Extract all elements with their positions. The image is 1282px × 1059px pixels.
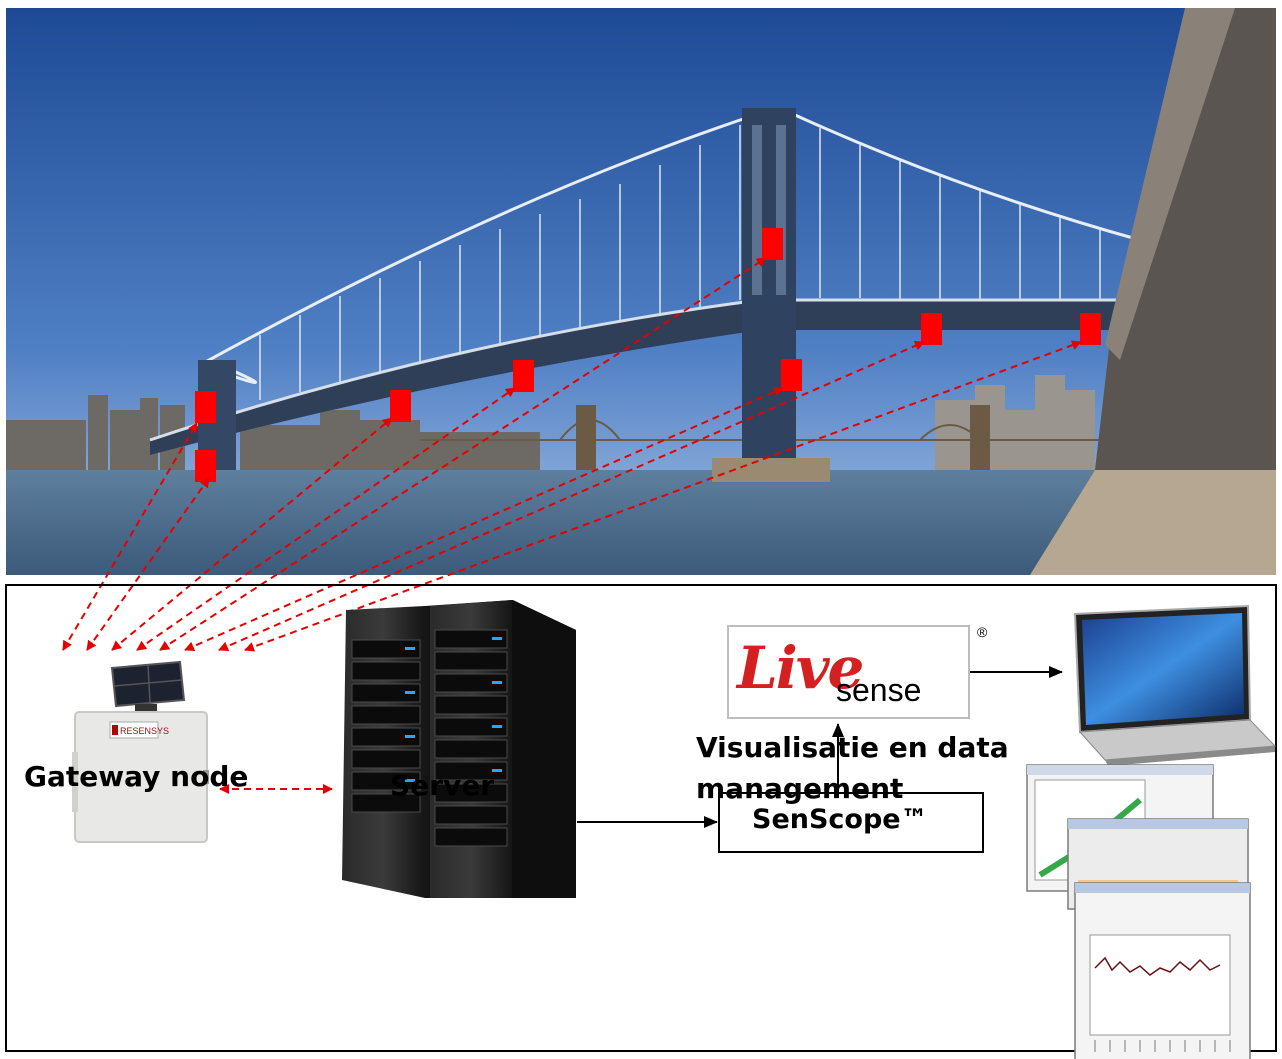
gateway-enclosure-icon: RESENSYS [72, 711, 209, 843]
sensor-marker [390, 390, 411, 422]
bridge-photo [6, 8, 1276, 575]
server-rack-icon [342, 600, 576, 898]
livesense-logo [727, 625, 970, 719]
sensor-marker [195, 450, 216, 482]
senscope-box [718, 792, 984, 853]
sensor-marker [195, 391, 216, 423]
gateway-node: RESENSYS [72, 660, 209, 843]
screenshot-stack-icon [1026, 764, 1251, 1059]
gateway-node-label: Gateway node [24, 760, 249, 793]
svg-text:RESENSYS: RESENSYS [120, 726, 169, 736]
sensor-marker [762, 228, 783, 260]
senscope-label: SenScope™ [752, 804, 928, 835]
livesense-logo-word: sense [836, 672, 922, 708]
livesense-logo-script: Live [737, 634, 864, 702]
sensor-marker [781, 359, 802, 391]
system-panel [5, 584, 1277, 1052]
laptop-icon [1073, 604, 1277, 766]
sensor-marker [921, 313, 942, 345]
visualisation-label: Visualisatie en data management [696, 731, 1009, 805]
registered-mark: ® [977, 624, 988, 640]
sensor-marker [513, 360, 534, 392]
server-label: Server [390, 769, 495, 802]
wireless-links [62, 257, 1082, 652]
solar-panel-icon [110, 660, 186, 714]
sensor-marker [1080, 313, 1101, 345]
